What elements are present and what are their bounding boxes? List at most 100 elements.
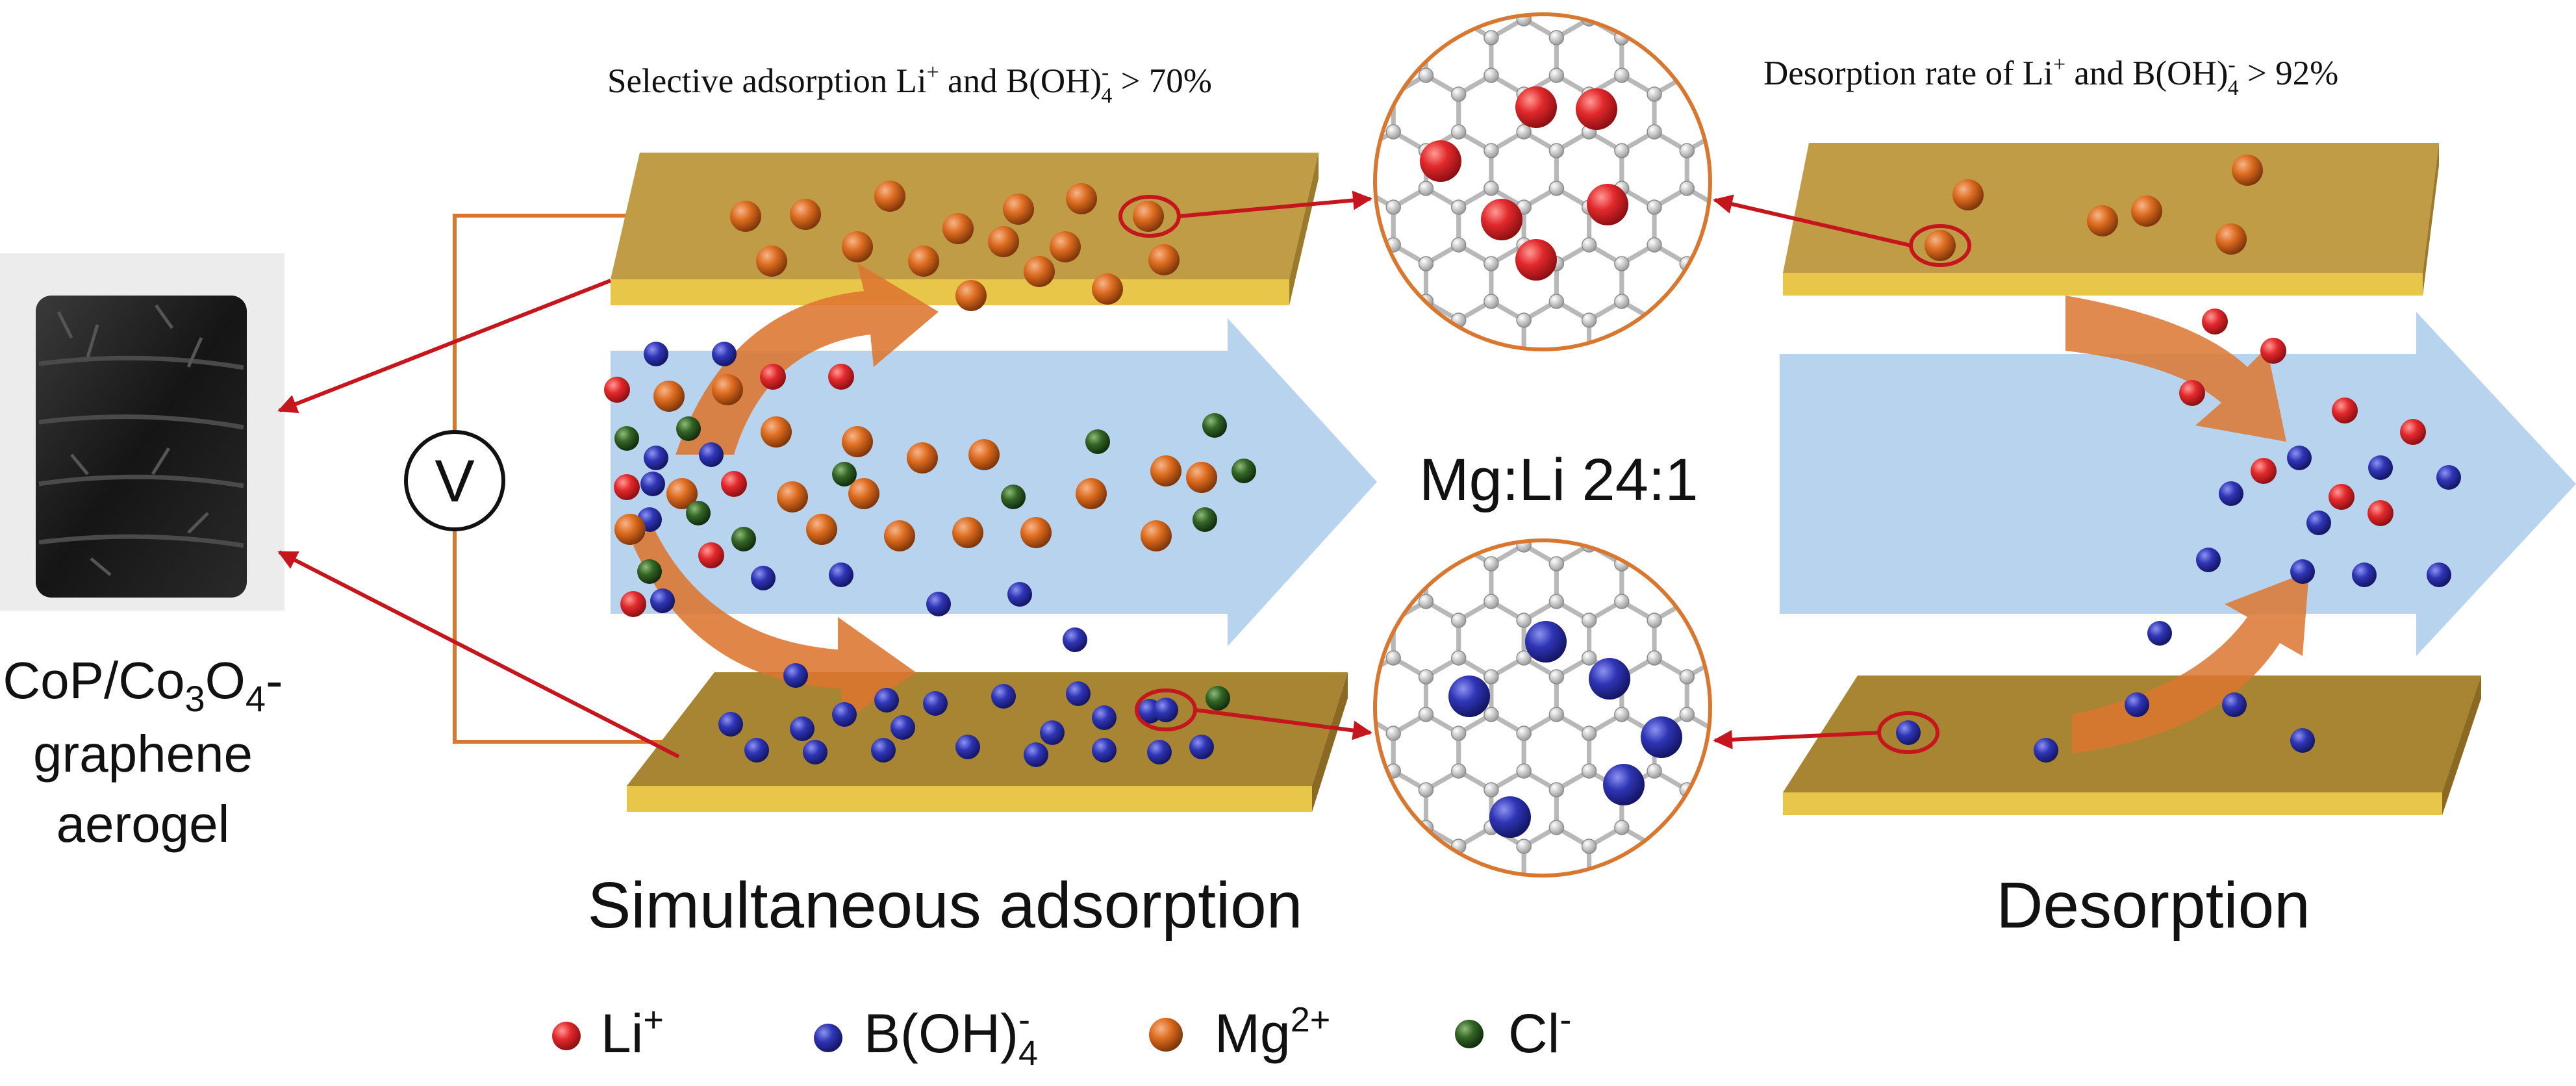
mg-ion [908,246,939,277]
mg-ion [2216,223,2247,255]
cl-ion [832,462,857,486]
flow-arrow-right [1780,312,2576,656]
b-ion [1154,698,1178,722]
svg-text:Li+: Li+ [601,1000,664,1064]
cl-ion [1202,413,1227,438]
pointer-arrows [277,190,1912,759]
b-ion [890,715,915,740]
b-ion [1066,681,1091,706]
b-ion [1092,738,1117,763]
mg-ion [1076,478,1107,509]
mg-ion [842,231,873,262]
material-label: CoP/Co3O4- graphene aerogel [3,651,283,853]
legend-item-mg: Mg2+ [1149,1000,1330,1064]
mg-ion [1024,256,1055,287]
legend: Li+ B(OH)-4 Mg2+ Cl- [552,1000,1571,1073]
mg-ion [874,181,905,212]
li-ion [620,591,646,617]
li-ion [828,364,854,390]
cl-ion [614,426,639,451]
b-ion [2196,548,2221,572]
adsorption-curved-arrows [633,263,939,721]
adsorption-bottom-plate [627,672,1348,812]
mg-ion [806,514,837,545]
flow-arrow-left [611,318,1377,646]
zoom-boh4-ion [1489,796,1531,838]
li-ion [721,471,747,497]
ratio-label: Mg:Li 24:1 [1419,447,1698,513]
mg-ion [2232,155,2263,186]
mg-ion [777,481,808,512]
aerogel-photo [0,253,284,611]
cl-ion [637,559,662,584]
mg-ion [2087,205,2118,236]
zoom-boh4-ion [1525,621,1567,663]
b-ion [640,472,665,496]
li-ion [2251,458,2277,484]
zoom-li-ion [1587,184,1628,225]
li-ion [2179,380,2205,406]
li-ion [614,474,640,500]
desorption-title: Desorption [1996,869,2310,942]
li-ion [2400,419,2426,445]
b-ion [790,716,814,741]
b-ion [1896,720,1921,745]
b-ion [2219,481,2243,506]
b-ion [644,446,668,470]
svg-text:graphene: graphene [33,725,253,783]
mg-ion [1066,183,1097,214]
b-ion [2125,692,2149,717]
mg-ion [848,478,879,509]
b-ion [644,342,668,366]
zoom-li-ion [1576,88,1617,130]
b-ion [751,566,776,590]
li-ion [2202,309,2228,335]
mg-ion [712,374,743,405]
zoom-boh4-ion [1603,764,1645,805]
mg-ion [968,439,1000,470]
zoom-li-ion [1515,239,1557,281]
mg-ion [653,381,685,412]
mg-ion [1148,244,1180,275]
mg-ion [1952,179,1984,210]
ion-particles [604,155,2461,767]
cl-ion [1085,429,1110,454]
b-ion [2427,562,2451,587]
voltmeter: V [404,430,505,531]
mg-ion [1150,455,1181,486]
mg-ion [988,226,1019,257]
svg-text:B(OH)-4: B(OH)-4 [864,1000,1038,1073]
b-ion [871,738,896,763]
mg-ion [842,426,873,457]
b-ion [783,663,808,688]
adsorption-caption: Selective adsorption Li+ and B(OH)-4 > 7… [607,60,1212,108]
b-ion [1007,582,1032,607]
b-ion [2368,455,2393,480]
zoom-boh4-ion [1448,676,1490,717]
b-ion [991,684,1016,709]
cl-ion-icon [1455,1020,1484,1048]
li-ion [698,542,724,568]
b-ion [2147,621,2172,646]
zoom-li-ion [1481,199,1522,240]
zoom-li-ion [1515,86,1557,128]
svg-text:CoP/Co3O4-: CoP/Co3O4- [3,651,283,719]
legend-item-boh4: B(OH)-4 [814,1000,1038,1073]
mg-ion [955,280,987,311]
mg-ion [666,478,698,509]
mg-ion-icon [1149,1018,1183,1052]
li-ion [2368,500,2393,526]
b-ion [2034,738,2058,763]
zoom-boh4-ion [1589,658,1630,700]
b-ion [2290,559,2315,584]
adsorption-title: Simultaneous adsorption [588,869,1303,942]
b-ion [2290,728,2315,753]
mg-ion [884,520,915,551]
boh4-ion-icon [814,1024,842,1052]
mg-ion [1050,231,1081,262]
mg-ion [2131,196,2162,227]
cl-ion [1193,507,1217,532]
b-ion [712,342,737,366]
cl-ion [676,416,701,441]
